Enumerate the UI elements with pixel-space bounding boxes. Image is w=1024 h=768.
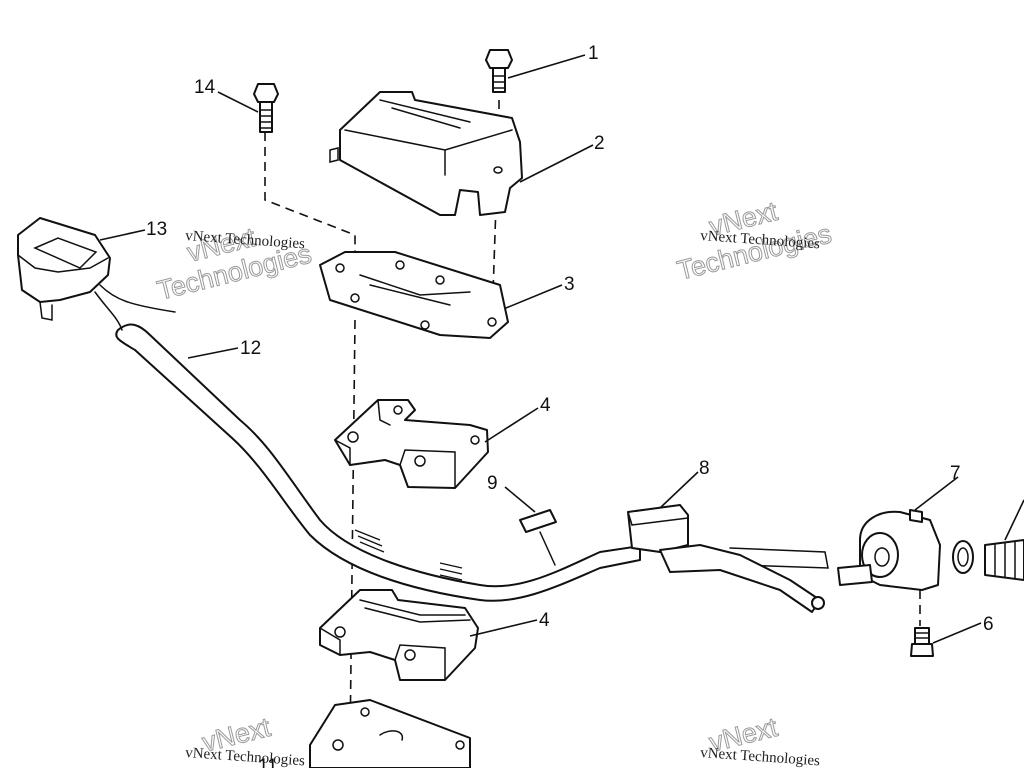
callout-1: 1 — [588, 43, 599, 64]
callout-6: 6 — [983, 614, 994, 635]
leader-lines — [99, 54, 1024, 644]
callout-11: 11 — [258, 756, 278, 768]
control-housing-13 — [17, 217, 176, 331]
callout-8: 8 — [699, 458, 710, 479]
brake-lever-8 — [627, 504, 825, 613]
assembly-line-center — [349, 319, 356, 746]
mounting-plate-3 — [319, 251, 509, 339]
clamp-cap-2 — [329, 91, 523, 216]
callout-14: 14 — [194, 77, 216, 98]
clamp-4-upper — [334, 399, 489, 489]
clamp-4-lower — [319, 589, 479, 681]
bolt-1 — [485, 49, 513, 93]
callout-labels: 1 2 3 4 4 6 7 8 9 11 12 13 14 — [146, 43, 994, 768]
watermark-right: vNext Technologies vNext Technologies — [674, 195, 835, 286]
watermark-small-text: vNext Technologies — [700, 745, 821, 768]
handlebar-12 — [115, 323, 829, 602]
callout-3: 3 — [564, 274, 575, 295]
grip-assembly — [952, 539, 1024, 581]
decal-9 — [519, 509, 557, 566]
screw-6 — [910, 627, 934, 657]
callout-4-lower: 4 — [539, 610, 550, 631]
watermark-bottom-left: vNext vNext Technologies — [185, 711, 306, 768]
callout-4-upper: 4 — [540, 395, 551, 416]
callout-12: 12 — [240, 338, 261, 359]
plate-11 — [309, 699, 471, 768]
callout-7: 7 — [950, 463, 961, 484]
watermark-small-text: vNext Technologies — [185, 745, 306, 768]
callout-13: 13 — [146, 219, 167, 240]
callout-2: 2 — [594, 133, 605, 154]
knurl-right — [439, 562, 463, 581]
knurl-left — [354, 529, 385, 553]
watermark-bottom-right: vNext vNext Technologies — [700, 711, 821, 768]
callout-9: 9 — [487, 473, 498, 494]
watermark-left: vNext Technologies vNext Technologies — [154, 221, 315, 306]
throttle-housing-7 — [837, 509, 941, 591]
bolt-14 — [253, 83, 279, 133]
